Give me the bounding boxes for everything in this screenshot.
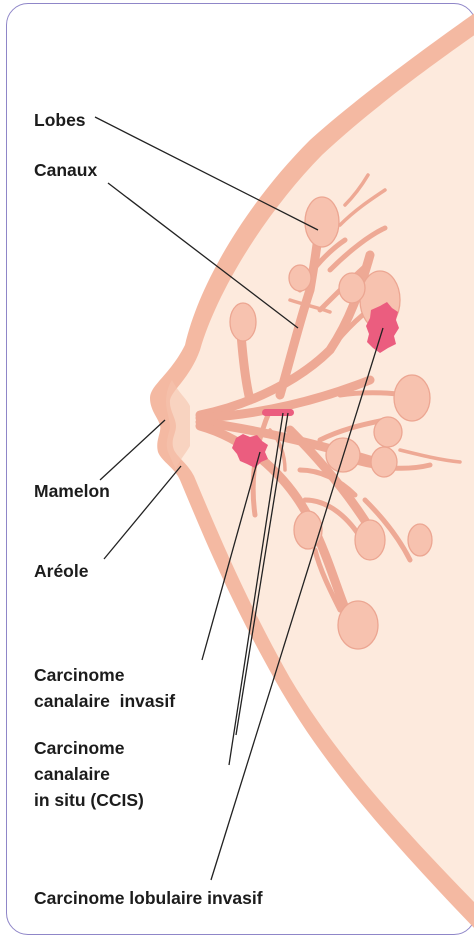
label-ccis-line-3: in situ (CCIS) [34, 787, 144, 813]
leader-areole [104, 466, 181, 559]
label-canaux: Canaux [34, 157, 97, 183]
label-carcinome-canalaire-invasif: Carcinome canalaire invasif [34, 662, 175, 714]
label-ccis-line-1: Carcinome [34, 735, 144, 761]
label-ccis-line-2: canalaire [34, 761, 144, 787]
label-mamelon: Mamelon [34, 478, 110, 504]
tumor-ccis [262, 409, 294, 416]
label-carcinome-lobulaire-invasif: Carcinome lobulaire invasif [34, 885, 263, 911]
label-lobes: Lobes [34, 107, 86, 133]
label-areole: Aréole [34, 558, 88, 584]
label-carcinome-canalaire-invasif-line-2: canalaire invasif [34, 688, 175, 714]
label-carcinome-canalaire-invasif-line-1: Carcinome [34, 662, 175, 688]
label-ccis: Carcinome canalaire in situ (CCIS) [34, 735, 144, 813]
leader-mamelon [100, 420, 165, 480]
